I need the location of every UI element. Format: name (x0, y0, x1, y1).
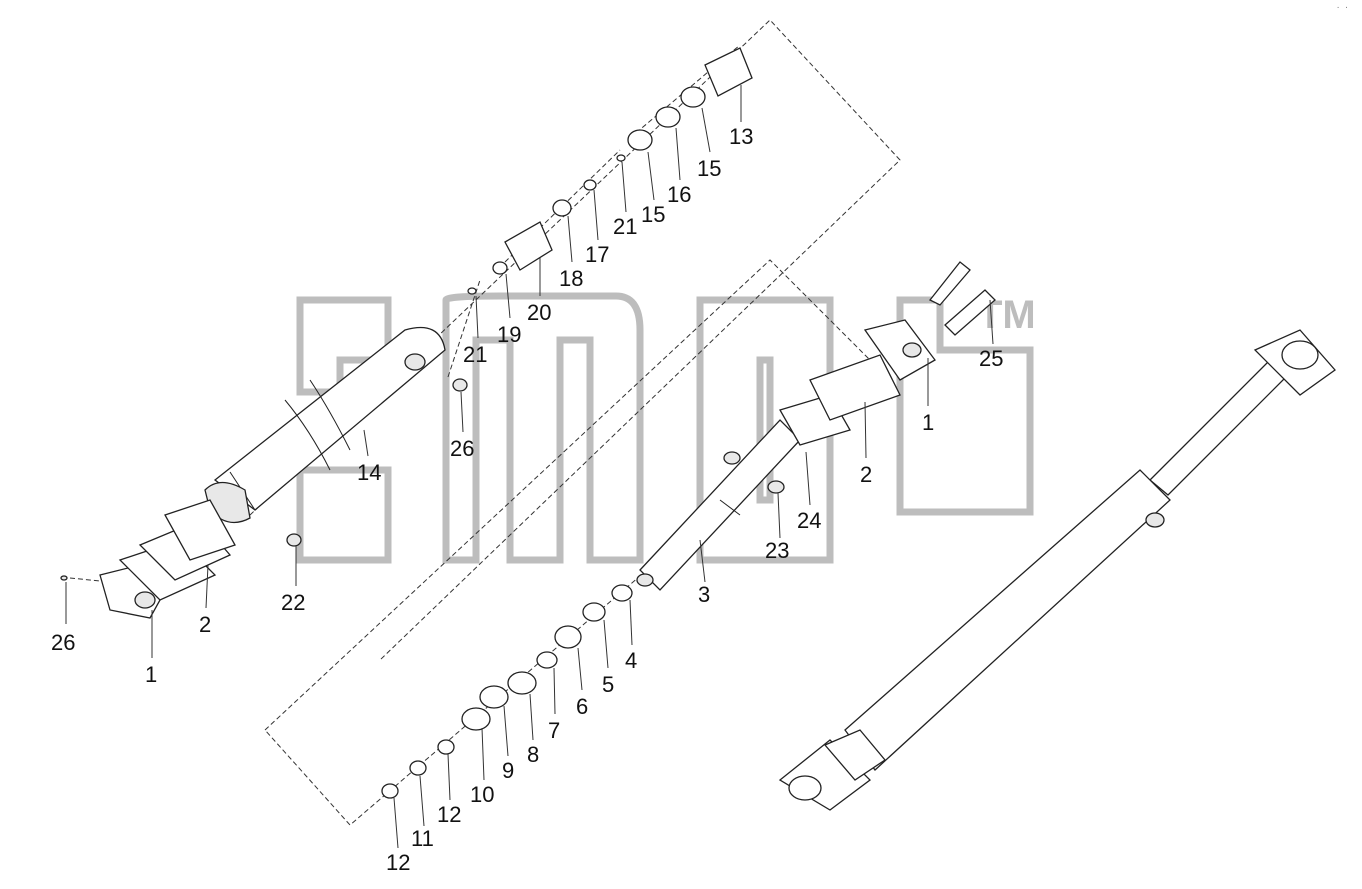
corner-mark: · · (1336, 4, 1349, 12)
callout-6: 6 (576, 694, 588, 719)
callout-13: 13 (729, 124, 753, 149)
callout-20: 20 (527, 300, 551, 325)
callout-15: 15 (697, 156, 721, 181)
callout-15: 15 (641, 202, 665, 227)
callout-7: 7 (548, 718, 560, 743)
callout-8: 8 (527, 742, 539, 767)
callout-5: 5 (602, 672, 614, 697)
callout-26: 26 (450, 436, 474, 461)
callout-24: 24 (797, 508, 821, 533)
callout-9: 9 (502, 758, 514, 783)
assembled-cylinder (778, 329, 1336, 811)
callout-10: 10 (470, 782, 494, 807)
callout-1: 1 (145, 662, 157, 687)
callout-18: 18 (559, 266, 583, 291)
callout-1: 1 (922, 410, 934, 435)
callout-2: 2 (860, 462, 872, 487)
tube-end-cap (99, 499, 236, 619)
assembly-boundary-lower (264, 259, 881, 826)
axis-centerline (69, 44, 741, 583)
callout-12: 12 (386, 850, 410, 875)
callout-2: 2 (199, 612, 211, 637)
rod-end-eye (60, 261, 996, 581)
callout-14: 14 (357, 460, 381, 485)
callout-22: 22 (281, 590, 305, 615)
callout-23: 23 (765, 538, 789, 563)
callout-labels: 13 15 16 15 21 17 18 20 19 21 26 14 22 2… (51, 124, 1003, 875)
piston-seal-stack (467, 47, 753, 295)
callout-leaders (65, 85, 994, 849)
rod-seal-stack (381, 584, 633, 799)
callout-26: 26 (51, 630, 75, 655)
callout-21: 21 (613, 214, 637, 239)
callout-19: 19 (497, 322, 521, 347)
callout-3: 3 (698, 582, 710, 607)
callout-16: 16 (667, 182, 691, 207)
callout-17: 17 (585, 242, 609, 267)
piston-rod (636, 419, 801, 591)
callout-25: 25 (979, 346, 1003, 371)
cylinder-tube (204, 326, 446, 524)
callout-11: 11 (411, 826, 434, 851)
callout-21: 21 (463, 342, 487, 367)
callout-12: 12 (437, 802, 461, 827)
callout-4: 4 (625, 648, 637, 673)
